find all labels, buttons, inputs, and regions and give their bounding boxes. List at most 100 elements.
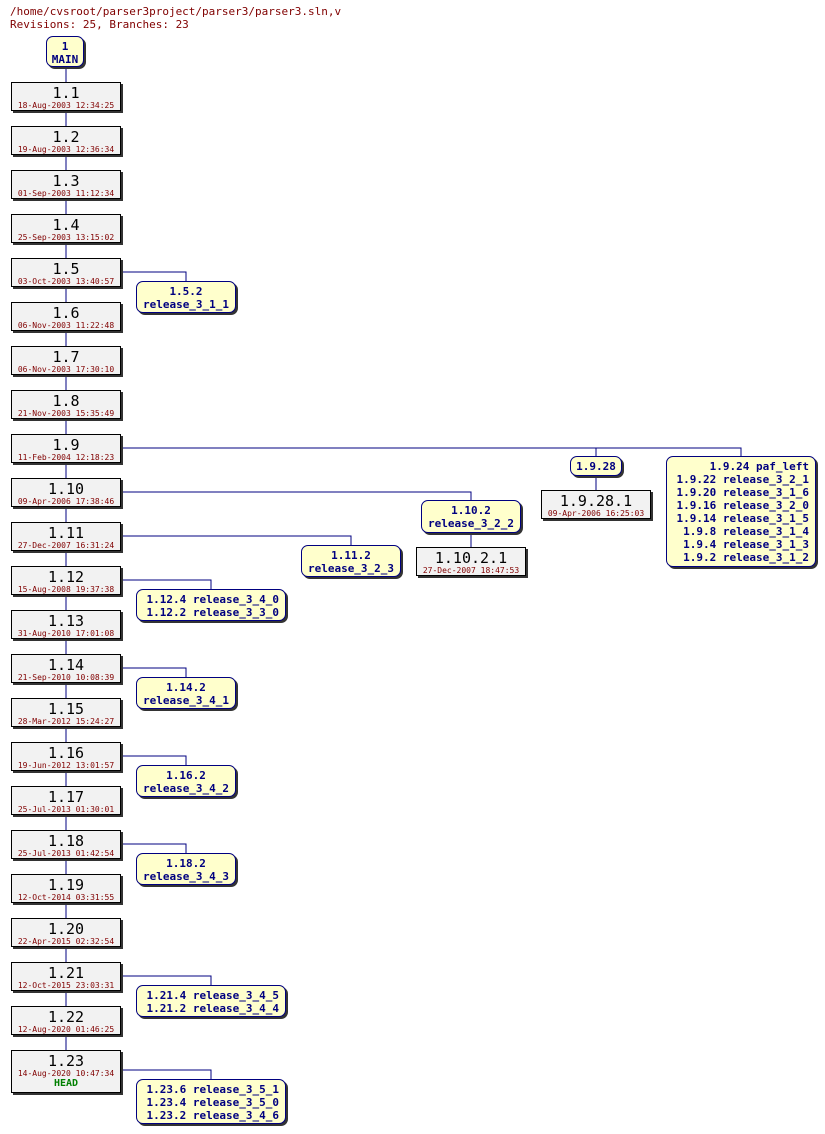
- revision-1-9[interactable]: 1.9 11-Feb-2004 12:18:23: [11, 434, 121, 463]
- revision-date: 12-Oct-2014 03:31:55: [17, 893, 115, 902]
- revision-date: 21-Sep-2010 10:08:39: [17, 673, 115, 682]
- branch-label: 1.12.2 release_3_3_0: [146, 606, 279, 619]
- branch-label: 1.21.2 release_3_4_4: [146, 1002, 279, 1015]
- revision-1-12[interactable]: 1.12 15-Aug-2008 19:37:38: [11, 566, 121, 595]
- branch-label: 1.23.6 release_3_5_1: [146, 1083, 279, 1096]
- revision-number: 1.11: [47, 524, 85, 542]
- branch-1-14-2[interactable]: 1.14.2 release_3_4_1: [136, 677, 236, 709]
- revision-number: 1.12: [47, 568, 85, 586]
- revision-date: 06-Nov-2003 11:22:48: [17, 321, 115, 330]
- branch-1-9-group[interactable]: 1.9.24 paf_left 1.9.22 release_3_2_1 1.9…: [666, 456, 816, 567]
- revision-date: 09-Apr-2006 17:38:46: [17, 497, 115, 506]
- revision-1-21[interactable]: 1.21 12-Oct-2015 23:03:31: [11, 962, 121, 991]
- branch-label: 1.9.24 paf_left: [709, 460, 809, 473]
- revision-date: 15-Aug-2008 19:37:38: [17, 585, 115, 594]
- revision-number: 1.19: [47, 876, 85, 894]
- edge-1-9-branch-a: [121, 447, 742, 456]
- edge-1-23-branch: [121, 1069, 212, 1079]
- revision-1-7[interactable]: 1.7 06-Nov-2003 17:30:10: [11, 346, 121, 375]
- revision-1-1[interactable]: 1.1 18-Aug-2003 12:34:25: [11, 82, 121, 111]
- revision-date: 22-Apr-2015 02:32:54: [17, 937, 115, 946]
- branch-label: 1.9.4 release_3_1_3: [683, 538, 809, 551]
- revision-1-9-28-1[interactable]: 1.9.28.1 09-Apr-2006 16:25:03: [541, 490, 651, 519]
- branch-label: 1.14.2: [166, 681, 206, 694]
- revision-1-16[interactable]: 1.16 19-Jun-2012 13:01:57: [11, 742, 121, 771]
- revision-1-19[interactable]: 1.19 12-Oct-2014 03:31:55: [11, 874, 121, 903]
- revision-number: 1.20: [47, 920, 85, 938]
- edge-1-14-branch: [121, 667, 187, 677]
- branch-1-18-2[interactable]: 1.18.2 release_3_4_3: [136, 853, 236, 885]
- revision-date: 09-Apr-2006 16:25:03: [547, 509, 645, 518]
- branch-1-10-2[interactable]: 1.10.2 release_3_2_2: [421, 500, 521, 533]
- edge-1-21-branch: [121, 975, 212, 985]
- revision-date: 31-Aug-2010 17:01:08: [17, 629, 115, 638]
- branch-label: 1.21.4 release_3_4_5: [146, 989, 279, 1002]
- revision-1-4[interactable]: 1.4 25-Sep-2003 13:15:02: [11, 214, 121, 243]
- branch-label: 1.12.4 release_3_4_0: [146, 593, 279, 606]
- branch-1-16-2[interactable]: 1.16.2 release_3_4_2: [136, 765, 236, 797]
- branch-label: 1.9.16 release_3_2_0: [676, 499, 809, 512]
- revision-number: 1.21: [47, 964, 85, 982]
- branch-label: release_3_4_2: [142, 782, 230, 795]
- revision-number: 1.9: [52, 436, 80, 454]
- revision-1-8[interactable]: 1.8 21-Nov-2003 15:35:49: [11, 390, 121, 419]
- revision-number: 1.14: [47, 656, 85, 674]
- revision-date: 06-Nov-2003 17:30:10: [17, 365, 115, 374]
- edge-1-16-branch: [121, 755, 187, 765]
- revision-1-20[interactable]: 1.20 22-Apr-2015 02:32:54: [11, 918, 121, 947]
- revision-date: 11-Feb-2004 12:18:23: [17, 453, 115, 462]
- revision-1-13[interactable]: 1.13 31-Aug-2010 17:01:08: [11, 610, 121, 639]
- revision-number: 1.23: [47, 1052, 85, 1070]
- revision-date: 01-Sep-2003 11:12:34: [17, 189, 115, 198]
- revision-1-17[interactable]: 1.17 25-Jul-2013 01:30:01: [11, 786, 121, 815]
- edge-1-10-branch: [121, 491, 472, 500]
- branch-1-12-group[interactable]: 1.12.4 release_3_4_0 1.12.2 release_3_3_…: [136, 589, 286, 621]
- revision-date: 21-Nov-2003 15:35:49: [17, 409, 115, 418]
- branch-label: 1.5.2: [169, 285, 203, 298]
- root-main-node[interactable]: 1 MAIN: [46, 36, 84, 67]
- revision-1-14[interactable]: 1.14 21-Sep-2010 10:08:39: [11, 654, 121, 683]
- revision-date: 19-Jun-2012 13:01:57: [17, 761, 115, 770]
- revision-number: 1.6: [52, 304, 80, 322]
- head-tag: HEAD: [53, 1078, 79, 1089]
- revision-1-6[interactable]: 1.6 06-Nov-2003 11:22:48: [11, 302, 121, 331]
- branch-label: release_3_4_1: [142, 694, 230, 707]
- branch-label: release_3_2_2: [427, 517, 515, 530]
- edge-1-18-branch: [121, 843, 187, 853]
- revision-date: 19-Aug-2003 12:36:34: [17, 145, 115, 154]
- revision-1-5[interactable]: 1.5 03-Oct-2003 13:40:57: [11, 258, 121, 287]
- revision-1-15[interactable]: 1.15 28-Mar-2012 15:24:27: [11, 698, 121, 727]
- branch-1-5-2[interactable]: 1.5.2 release_3_1_1: [136, 281, 236, 313]
- revision-number: 1.10: [47, 480, 85, 498]
- revision-date: 18-Aug-2003 12:34:25: [17, 101, 115, 110]
- branch-label: 1.16.2: [166, 769, 206, 782]
- branch-label: 1.23.4 release_3_5_0: [146, 1096, 279, 1109]
- revision-number: 1.22: [47, 1008, 85, 1026]
- revision-number: 1.3: [52, 172, 80, 190]
- revision-number: 1.16: [47, 744, 85, 762]
- revision-1-3[interactable]: 1.3 01-Sep-2003 11:12:34: [11, 170, 121, 199]
- branch-label: 1.9.28: [576, 460, 616, 473]
- revision-date: 12-Aug-2020 01:46:25: [17, 1025, 115, 1034]
- revision-1-11[interactable]: 1.11 27-Dec-2007 16:31:24: [11, 522, 121, 551]
- revision-1-10[interactable]: 1.10 09-Apr-2006 17:38:46: [11, 478, 121, 507]
- revision-date: 12-Oct-2015 23:03:31: [17, 981, 115, 990]
- branch-1-11-2[interactable]: 1.11.2 release_3_2_3: [301, 545, 401, 577]
- revision-number: 1.2: [52, 128, 80, 146]
- revision-date: 27-Dec-2007 16:31:24: [17, 541, 115, 550]
- edge-1-5-branch: [121, 271, 187, 281]
- revision-1-22[interactable]: 1.22 12-Aug-2020 01:46:25: [11, 1006, 121, 1035]
- revision-date: 25-Jul-2013 01:30:01: [17, 805, 115, 814]
- revision-1-10-2-1[interactable]: 1.10.2.1 27-Dec-2007 18:47:53: [416, 547, 526, 576]
- branch-1-23-group[interactable]: 1.23.6 release_3_5_1 1.23.4 release_3_5_…: [136, 1079, 286, 1124]
- branch-1-21-group[interactable]: 1.21.4 release_3_4_5 1.21.2 release_3_4_…: [136, 985, 286, 1017]
- branch-label: 1.9.20 release_3_1_6: [676, 486, 809, 499]
- revision-date: 28-Mar-2012 15:24:27: [17, 717, 115, 726]
- branch-1-9-28[interactable]: 1.9.28: [570, 456, 622, 476]
- revision-number: 1.9.28.1: [559, 492, 633, 510]
- revision-1-18[interactable]: 1.18 25-Jul-2013 01:42:54: [11, 830, 121, 859]
- revision-1-2[interactable]: 1.2 19-Aug-2003 12:36:34: [11, 126, 121, 155]
- revision-number: 1.18: [47, 832, 85, 850]
- revision-1-23[interactable]: 1.23 14-Aug-2020 10:47:34 HEAD: [11, 1050, 121, 1093]
